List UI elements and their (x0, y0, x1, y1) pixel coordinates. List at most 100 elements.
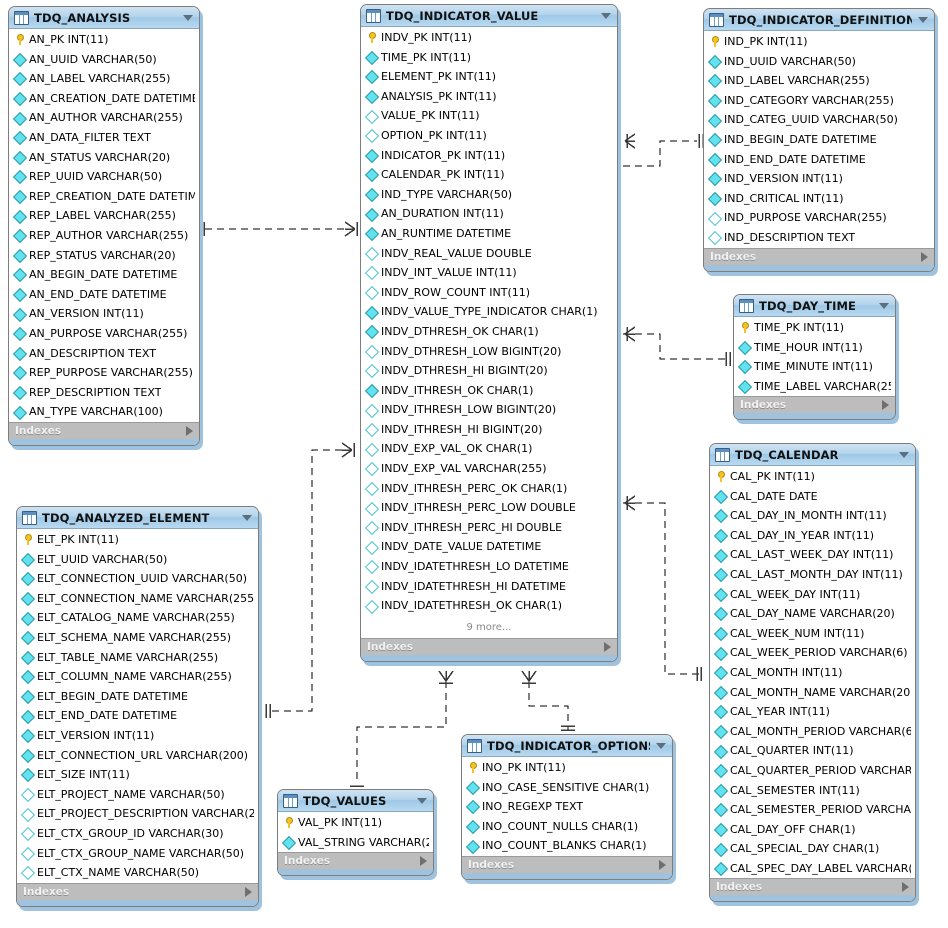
column-row[interactable]: INDV_DTHRESH_HI BIGINT(20) (361, 361, 617, 381)
column-row[interactable]: INDV_ITHRESH_OK CHAR(1) (361, 381, 617, 401)
column-row[interactable]: IND_UUID VARCHAR(50) (704, 52, 934, 72)
chevron-down-icon[interactable] (918, 16, 928, 23)
column-row[interactable]: REP_LABEL VARCHAR(255) (9, 206, 199, 226)
column-row[interactable]: CAL_DAY_NAME VARCHAR(20) (710, 604, 915, 624)
column-row[interactable]: INDV_IDATETHRESH_LO DATETIME (361, 557, 617, 577)
column-row[interactable]: ELT_PROJECT_NAME VARCHAR(50) (17, 785, 258, 805)
column-row[interactable]: TIME_LABEL VARCHAR(255) (734, 377, 895, 397)
column-row[interactable]: TIME_MINUTE INT(11) (734, 357, 895, 377)
column-row[interactable]: INO_COUNT_NULLS CHAR(1) (462, 817, 672, 837)
column-row[interactable]: CAL_MONTH_PERIOD VARCHAR(6) (710, 722, 915, 742)
column-row[interactable]: AN_PURPOSE VARCHAR(255) (9, 324, 199, 344)
column-row[interactable]: REP_STATUS VARCHAR(20) (9, 246, 199, 266)
column-row[interactable]: INDV_ITHRESH_LOW BIGINT(20) (361, 400, 617, 420)
expand-indexes-icon[interactable] (186, 425, 193, 436)
column-row[interactable]: ELT_END_DATE DATETIME (17, 706, 258, 726)
column-row[interactable]: INDV_ITHRESH_PERC_HI DOUBLE (361, 518, 617, 538)
column-row[interactable]: CAL_QUARTER INT(11) (710, 741, 915, 761)
column-row[interactable]: INDV_EXP_VAL VARCHAR(255) (361, 459, 617, 479)
column-row[interactable]: TIME_HOUR INT(11) (734, 338, 895, 358)
column-row[interactable]: CAL_MONTH INT(11) (710, 663, 915, 683)
indexes-section[interactable]: Indexes (361, 637, 617, 655)
column-row[interactable]: IND_VERSION INT(11) (704, 169, 934, 189)
column-row[interactable]: INDV_DTHRESH_OK CHAR(1) (361, 322, 617, 342)
column-row[interactable]: OPTION_PK INT(11) (361, 126, 617, 146)
column-row[interactable]: ELT_CONNECTION_UUID VARCHAR(50) (17, 569, 258, 589)
column-row[interactable]: REP_PURPOSE VARCHAR(255) (9, 363, 199, 383)
column-row[interactable]: CAL_MONTH_NAME VARCHAR(20) (710, 683, 915, 703)
column-row[interactable]: CAL_WEEK_DAY INT(11) (710, 585, 915, 605)
column-row-primary-key[interactable]: IND_PK INT(11) (704, 32, 934, 52)
column-row[interactable]: INO_COUNT_BLANKS CHAR(1) (462, 836, 672, 856)
column-row[interactable]: INDV_ITHRESH_PERC_LOW DOUBLE (361, 498, 617, 518)
column-row[interactable]: REP_UUID VARCHAR(50) (9, 167, 199, 187)
chevron-down-icon[interactable] (242, 514, 252, 521)
entity-header[interactable]: TDQ_VALUES (278, 790, 433, 812)
column-row[interactable]: CAL_YEAR INT(11) (710, 702, 915, 722)
column-row[interactable]: ELT_SCHEMA_NAME VARCHAR(255) (17, 628, 258, 648)
column-row[interactable]: IND_PURPOSE VARCHAR(255) (704, 208, 934, 228)
chevron-down-icon[interactable] (183, 14, 193, 21)
column-row[interactable]: IND_LABEL VARCHAR(255) (704, 71, 934, 91)
column-row[interactable]: IND_DESCRIPTION TEXT (704, 228, 934, 248)
indexes-section[interactable]: Indexes (710, 878, 915, 896)
column-row[interactable]: ELEMENT_PK INT(11) (361, 67, 617, 87)
column-row[interactable]: CAL_LAST_WEEK_DAY INT(11) (710, 545, 915, 565)
column-row[interactable]: AN_LABEL VARCHAR(255) (9, 69, 199, 89)
column-row[interactable]: INDV_DTHRESH_LOW BIGINT(20) (361, 342, 617, 362)
column-row[interactable]: CAL_SPEC_DAY_LABEL VARCHAR(50) (710, 859, 915, 879)
column-row[interactable]: IND_CATEG_UUID VARCHAR(50) (704, 110, 934, 130)
column-row[interactable]: ELT_CTX_NAME VARCHAR(50) (17, 863, 258, 883)
column-row[interactable]: REP_DESCRIPTION TEXT (9, 383, 199, 403)
column-row[interactable]: CAL_SEMESTER INT(11) (710, 781, 915, 801)
column-row[interactable]: ELT_CONNECTION_URL VARCHAR(200) (17, 746, 258, 766)
column-row[interactable]: REP_CREATION_DATE DATETIME (9, 187, 199, 207)
indexes-section[interactable]: Indexes (9, 421, 199, 439)
column-row[interactable]: AN_UUID VARCHAR(50) (9, 50, 199, 70)
column-row[interactable]: INO_REGEXP TEXT (462, 797, 672, 817)
column-row[interactable]: CAL_WEEK_NUM INT(11) (710, 624, 915, 644)
indexes-section[interactable]: Indexes (704, 247, 934, 265)
column-row[interactable]: AN_END_DATE DATETIME (9, 285, 199, 305)
column-row[interactable]: ELT_CATALOG_NAME VARCHAR(255) (17, 608, 258, 628)
column-row[interactable]: AN_STATUS VARCHAR(20) (9, 148, 199, 168)
chevron-down-icon[interactable] (879, 302, 889, 309)
column-row[interactable]: AN_DURATION INT(11) (361, 204, 617, 224)
column-row[interactable]: CAL_LAST_MONTH_DAY INT(11) (710, 565, 915, 585)
entity-header[interactable]: TDQ_CALENDAR (710, 444, 915, 466)
indexes-section[interactable]: Indexes (462, 855, 672, 873)
column-row-primary-key[interactable]: AN_PK INT(11) (9, 30, 199, 50)
column-row[interactable]: ELT_TABLE_NAME VARCHAR(255) (17, 648, 258, 668)
column-row[interactable]: CAL_WEEK_PERIOD VARCHAR(6) (710, 643, 915, 663)
column-row[interactable]: ELT_BEGIN_DATE DATETIME (17, 687, 258, 707)
column-row-primary-key[interactable]: ELT_PK INT(11) (17, 530, 258, 550)
expand-indexes-icon[interactable] (659, 859, 666, 870)
column-row[interactable]: INDV_DATE_VALUE DATETIME (361, 537, 617, 557)
entity-header[interactable]: TDQ_ANALYSIS (9, 7, 199, 29)
expand-indexes-icon[interactable] (245, 886, 252, 897)
column-row[interactable]: ANALYSIS_PK INT(11) (361, 87, 617, 107)
column-row[interactable]: INDICATOR_PK INT(11) (361, 146, 617, 166)
chevron-down-icon[interactable] (601, 12, 611, 19)
column-row[interactable]: VAL_STRING VARCHAR(255) (278, 833, 433, 853)
column-row[interactable]: CAL_DAY_IN_YEAR INT(11) (710, 526, 915, 546)
expand-indexes-icon[interactable] (921, 251, 928, 262)
entity-header[interactable]: TDQ_INDICATOR_DEFINITION (704, 9, 934, 31)
entity-header[interactable]: TDQ_DAY_TIME (734, 295, 895, 317)
column-row[interactable]: ELT_SIZE INT(11) (17, 765, 258, 785)
indexes-section[interactable]: Indexes (734, 396, 895, 414)
column-row[interactable]: CAL_DAY_OFF CHAR(1) (710, 820, 915, 840)
chevron-down-icon[interactable] (899, 451, 909, 458)
column-row[interactable]: VALUE_PK INT(11) (361, 106, 617, 126)
column-row[interactable]: IND_CRITICAL INT(11) (704, 189, 934, 209)
column-row[interactable]: INDV_ITHRESH_HI BIGINT(20) (361, 420, 617, 440)
expand-indexes-icon[interactable] (882, 400, 889, 411)
indexes-section[interactable]: Indexes (17, 882, 258, 900)
